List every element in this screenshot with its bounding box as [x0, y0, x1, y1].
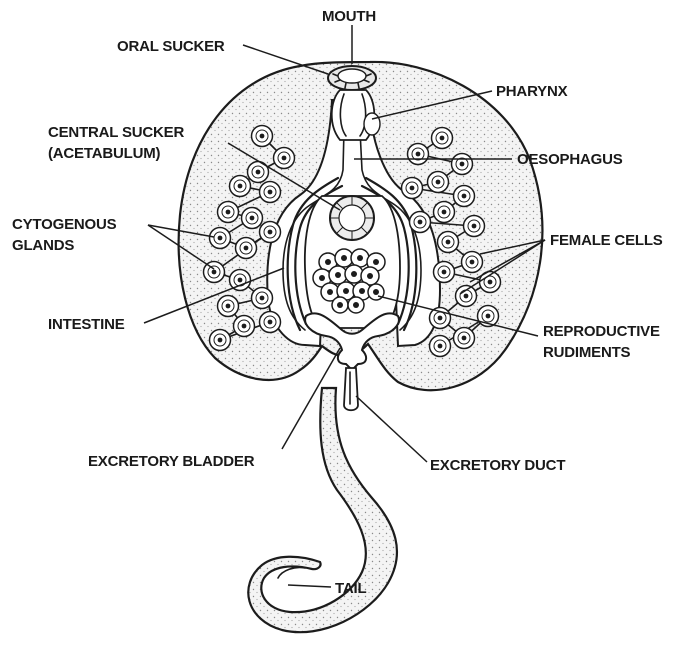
label-oral-sucker: ORAL SUCKER: [117, 38, 225, 55]
female-cell: [456, 286, 477, 307]
label-tail: TAIL: [335, 580, 366, 597]
gland-cell: [274, 148, 295, 169]
female-cell: [402, 178, 423, 199]
label-rudiments: RUDIMENTS: [543, 344, 631, 361]
gland-cell: [252, 288, 273, 309]
female-cell: [408, 144, 429, 165]
female-cell: [432, 128, 453, 149]
female-cell: [428, 172, 449, 193]
gland-cell: [218, 296, 239, 317]
female-cell: [462, 252, 483, 273]
tail: [248, 388, 397, 632]
gland-cell: [230, 270, 251, 291]
gland-cell: [260, 182, 281, 203]
label-intestine: INTESTINE: [48, 316, 125, 333]
label-pharynx: PHARYNX: [496, 83, 568, 100]
female-cell: [454, 328, 475, 349]
gland-cell: [236, 238, 257, 259]
label-glands: GLANDS: [12, 237, 74, 254]
gland-cell: [210, 330, 231, 351]
gland-cell: [218, 202, 239, 223]
female-cell: [454, 186, 475, 207]
female-cell: [430, 336, 451, 357]
female-cell: [438, 232, 459, 253]
label-acetabulum: (ACETABULUM): [48, 145, 161, 162]
female-cell: [434, 202, 455, 223]
gland-cell: [252, 126, 273, 147]
gland-cell: [242, 208, 263, 229]
label-oesophagus: OESOPHAGUS: [517, 151, 623, 168]
gland-cell: [260, 312, 281, 333]
tail-tip: [278, 567, 305, 578]
gland-cell: [234, 316, 255, 337]
gland-cell: [260, 222, 281, 243]
label-excretory-bladder: EXCRETORY BLADDER: [88, 453, 255, 470]
label-cytogenous: CYTOGENOUS: [12, 216, 117, 233]
female-cell: [410, 212, 431, 233]
label-mouth: MOUTH: [322, 8, 376, 25]
female-cell: [430, 308, 451, 329]
female-cell: [434, 262, 455, 283]
female-cell: [464, 216, 485, 237]
pharynx-bulb: [364, 113, 380, 135]
label-reproductive: REPRODUCTIVE: [543, 323, 660, 340]
female-cell: [452, 154, 473, 175]
label-female-cells: FEMALE CELLS: [550, 232, 663, 249]
gland-cell: [230, 176, 251, 197]
gland-cell: [210, 228, 231, 249]
label-excretory-duct: EXCRETORY DUCT: [430, 457, 565, 474]
mouth-opening: [338, 69, 366, 83]
excretory-duct: [344, 368, 358, 410]
label-central-sucker: CENTRAL SUCKER: [48, 124, 184, 141]
